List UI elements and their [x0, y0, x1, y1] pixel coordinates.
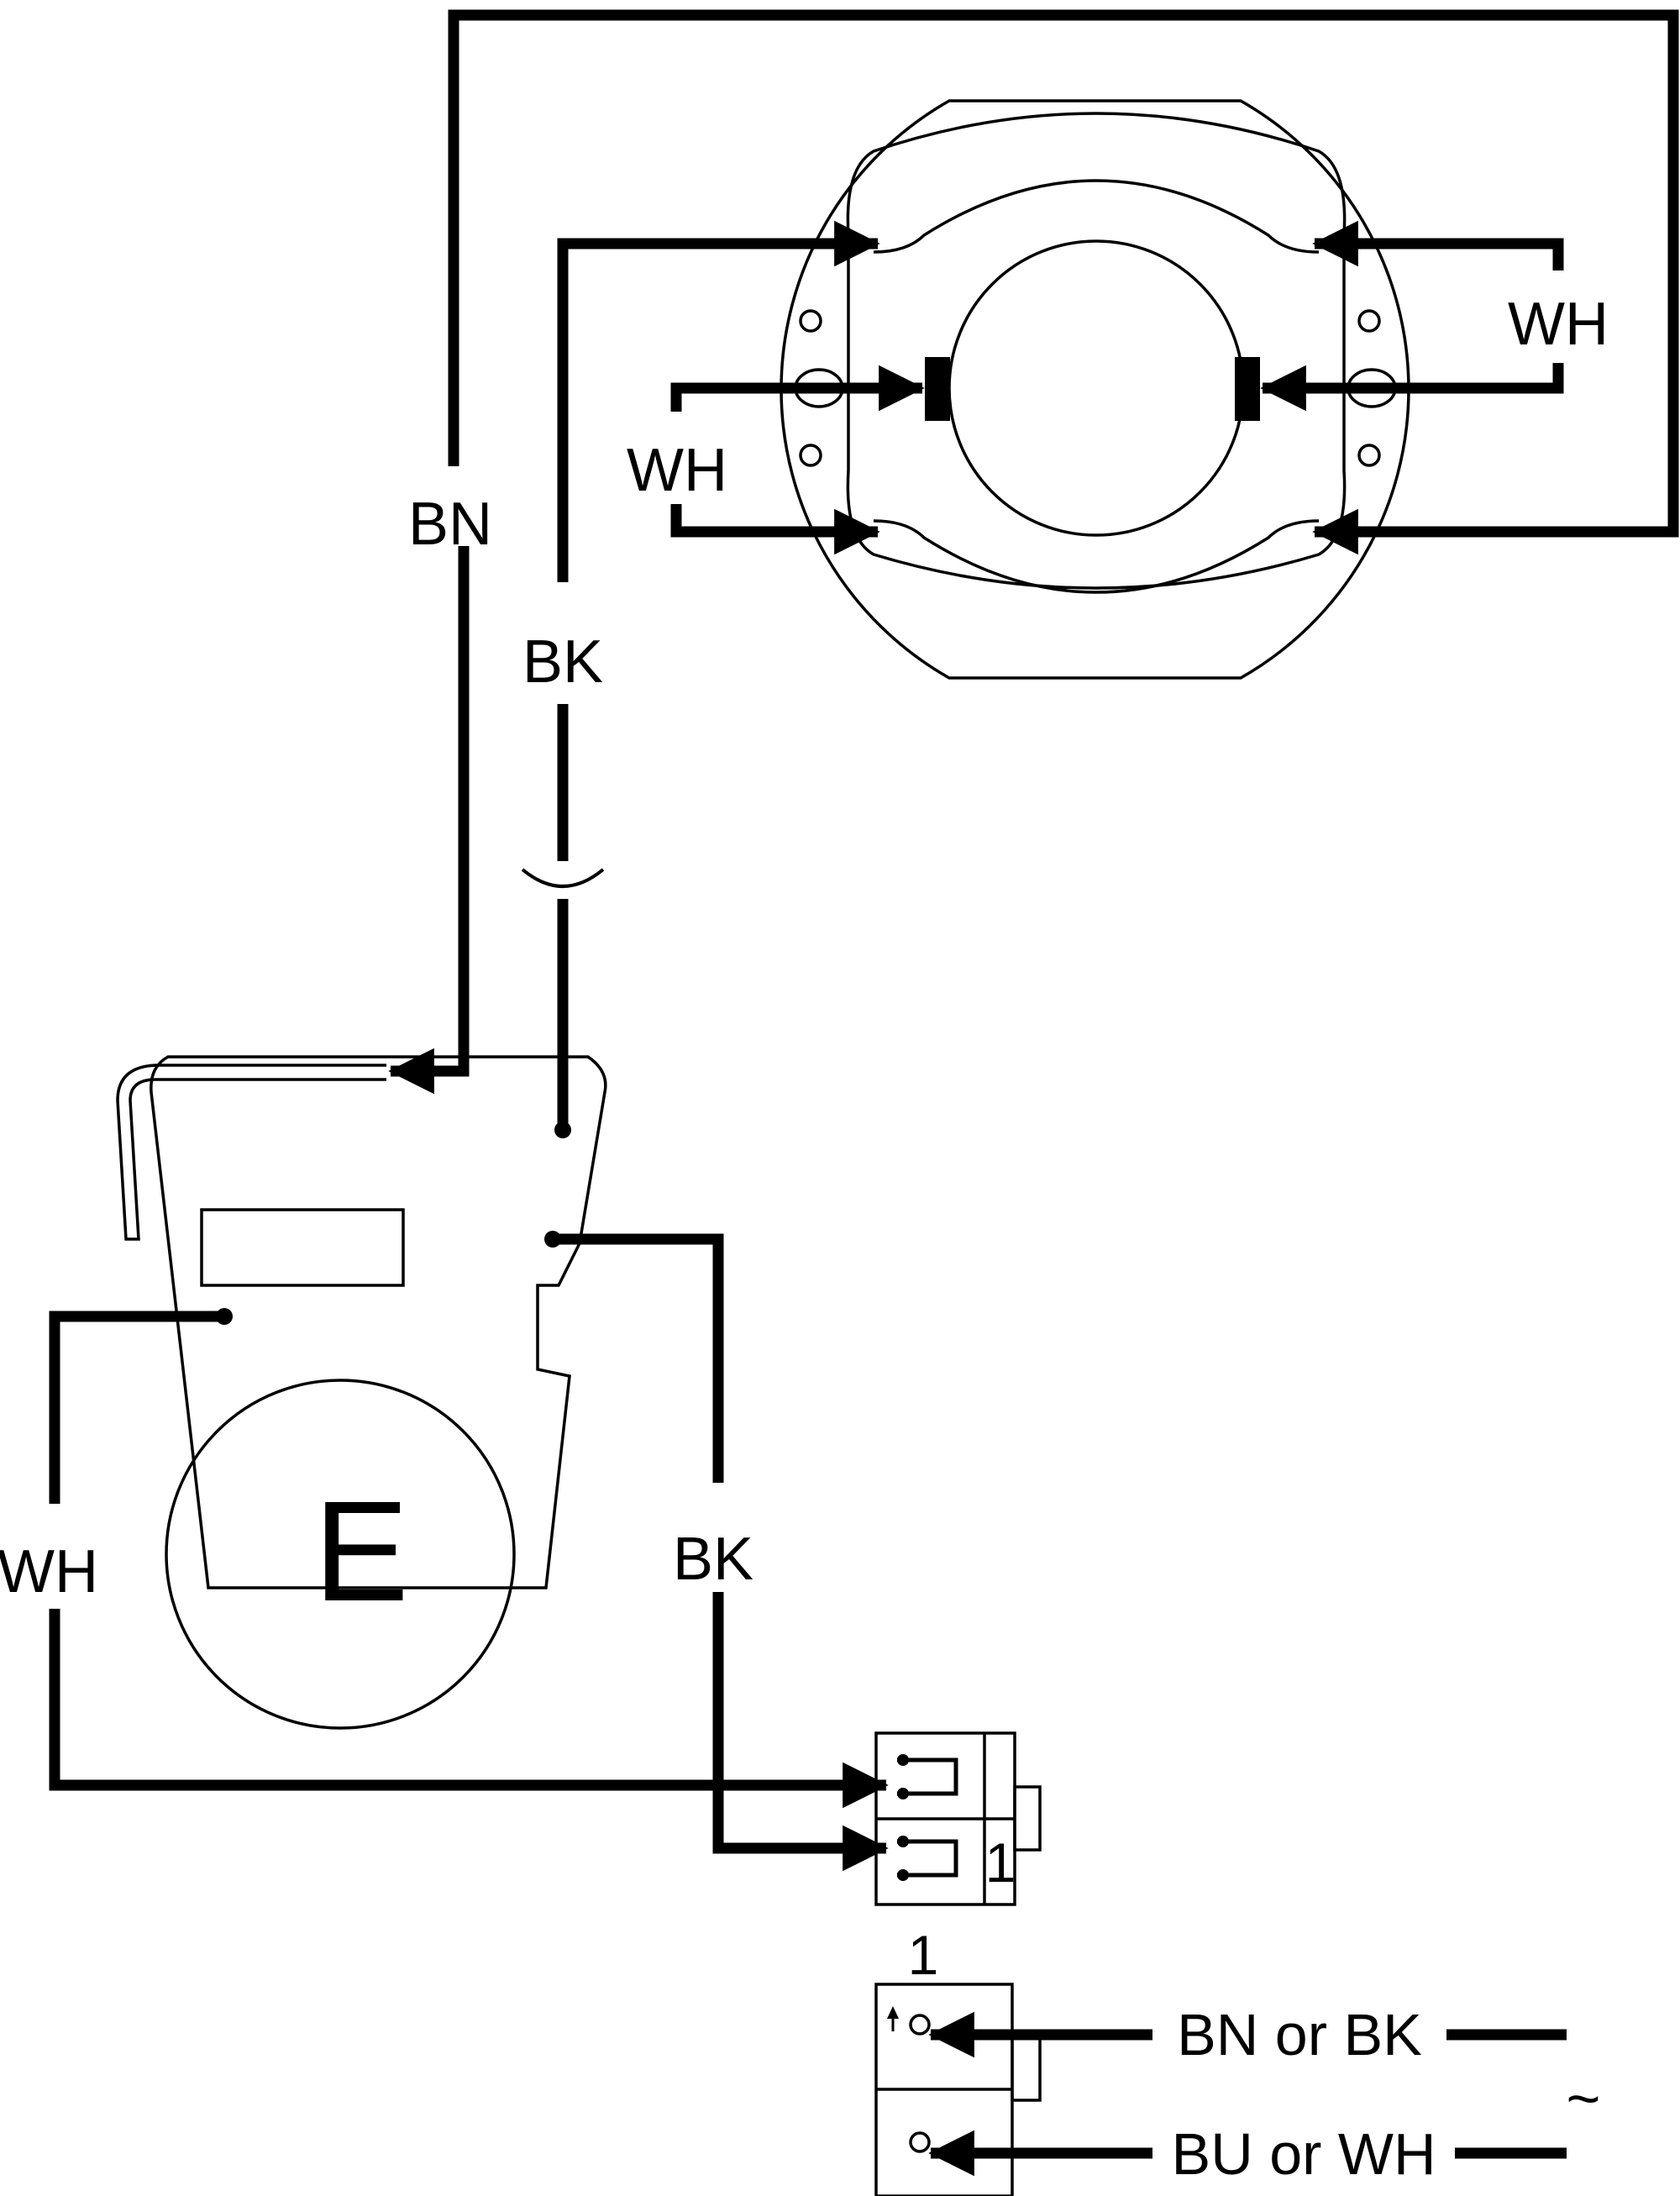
e-component-dial: [165, 1379, 516, 1730]
wire-bk-bottom-1: [553, 1233, 724, 1483]
legend-neutral-label: BU or WH: [1172, 2121, 1436, 2187]
label-e-component: E: [313, 1472, 408, 1631]
wire-bn-top-1: [448, 9, 1679, 555]
e-component-housing: [150, 1055, 607, 1589]
mount-hole-left-top: [799, 309, 822, 333]
labels: BN BK WH WH WH BK E 1 1 BN or BK BU or W…: [0, 291, 1609, 2187]
legend-line-label: BN or BK: [1177, 2002, 1422, 2067]
wire-wh-left-motor-2: [670, 504, 880, 555]
motor-field-outline: [846, 112, 1347, 590]
wire-bk-connector-symbol: [521, 868, 605, 888]
label-bk-right-bottom: BK: [673, 1526, 753, 1593]
legend-pin-number: 1: [908, 1924, 939, 1986]
label-wh-left-bottom: WH: [0, 1538, 98, 1605]
legend-arrow-up-icon: [887, 2006, 899, 2019]
legend-contact-lower: [909, 2131, 931, 2153]
label-connector-pin: 1: [985, 1831, 1016, 1894]
brush-right: [1235, 357, 1260, 421]
wires: [49, 9, 1679, 2177]
label-wh-right-motor: WH: [1508, 291, 1609, 358]
label-bn-top: BN: [408, 491, 492, 558]
terminal-lower: [897, 1839, 958, 1878]
terminal-upper: [897, 1757, 958, 1796]
wire-wh-bottom-2: [49, 1609, 889, 1809]
mount-hole-right-top: [1357, 309, 1381, 333]
upper-field-pole: [873, 179, 1320, 254]
legend-ac-symbol: ~: [1567, 2066, 1601, 2131]
wire-wh-right-motor-1: [1312, 220, 1564, 271]
e-component-window: [200, 1208, 405, 1287]
legend-contact-upper: [909, 2014, 931, 2036]
label-bk-top: BK: [522, 628, 603, 696]
terminal-lower-dot-2: [897, 1869, 909, 1881]
wire-wh-left-motor-1: [670, 365, 925, 412]
brush-left: [925, 357, 950, 421]
label-wh-left-motor: WH: [627, 437, 727, 504]
e-component: [116, 1055, 607, 1730]
legend-connector-latch: [1011, 2036, 1042, 2102]
terminal-upper-dot-1: [897, 1754, 909, 1766]
motor-rotor: [948, 239, 1245, 537]
lower-field-pole: [873, 519, 1320, 594]
terminal-lower-dot-1: [897, 1836, 909, 1847]
wire-bk-terminal-dot: [554, 1122, 571, 1138]
wire-bn-top-2: [388, 546, 470, 1095]
legend-connector: [874, 1983, 1042, 2196]
connector-latch: [1013, 1785, 1042, 1852]
wire-wh-bottom-1: [49, 1311, 224, 1504]
wire-bk-top-1: [557, 220, 880, 582]
mount-hole-right-bottom: [1357, 444, 1381, 467]
wire-bk-bottom-2: [712, 1592, 889, 1872]
e-component-clip: [116, 1064, 386, 1241]
motor-housing: [780, 99, 1410, 680]
terminal-upper-dot-2: [897, 1788, 909, 1799]
wire-wh-right-motor-2: [1260, 363, 1564, 412]
connector: [874, 1731, 1042, 1906]
mount-hole-left-bottom: [799, 444, 822, 467]
